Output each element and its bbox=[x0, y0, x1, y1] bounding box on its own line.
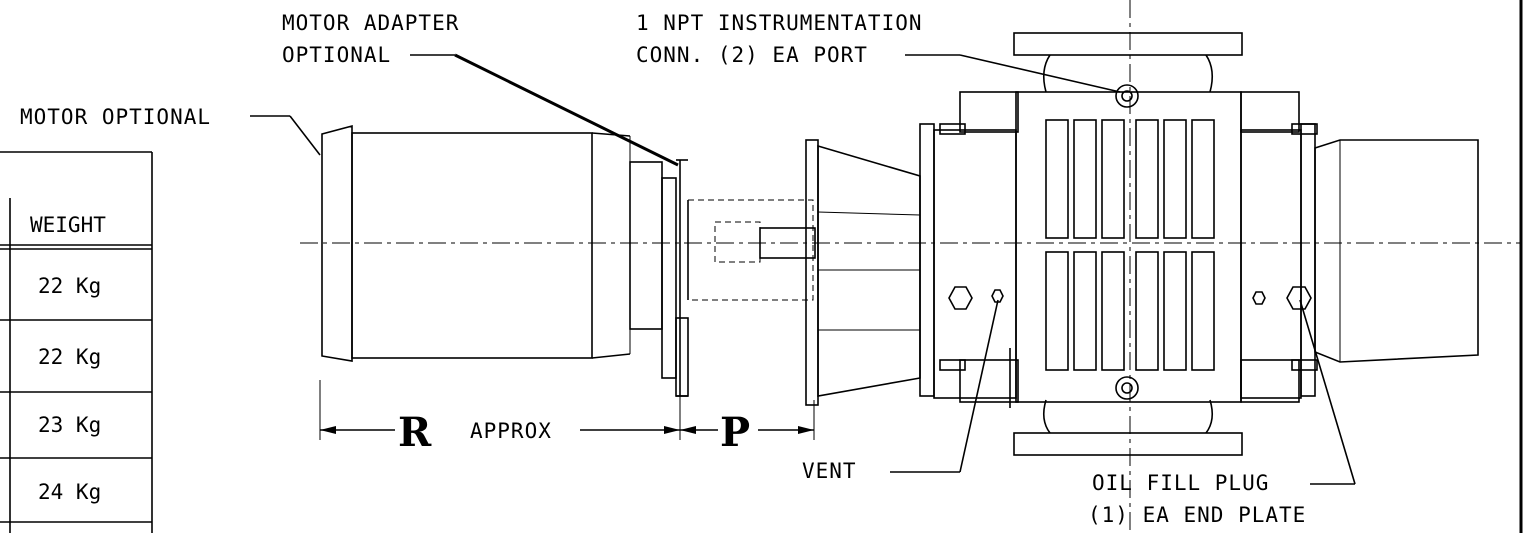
end-cover bbox=[1314, 139, 1479, 363]
oil-fill-plug bbox=[1286, 286, 1312, 310]
callout-motor-adapter-optional: OPTIONAL bbox=[282, 43, 391, 67]
weight-cell: 24 Kg bbox=[38, 480, 101, 504]
dimension-approx: APPROX bbox=[470, 419, 552, 443]
weight-cell: 22 Kg bbox=[38, 274, 101, 298]
weight-table: WEIGHT 22 Kg 22 Kg 23 Kg 24 Kg bbox=[0, 151, 153, 533]
callout-oil-fill: OIL FILL PLUG bbox=[1092, 471, 1269, 495]
dimension-r: R bbox=[398, 409, 432, 456]
blower-body bbox=[939, 32, 1318, 456]
callout-instrumentation-port: CONN. (2) EA PORT bbox=[636, 43, 868, 67]
drive-housing bbox=[805, 123, 1017, 406]
hex-bolt bbox=[948, 286, 973, 310]
callout-vent: VENT bbox=[802, 459, 857, 483]
weight-header: WEIGHT bbox=[30, 213, 106, 237]
dimension-lines bbox=[319, 380, 815, 440]
weight-cell: 23 Kg bbox=[38, 413, 101, 437]
callout-motor: MOTOR OPTIONAL bbox=[20, 105, 211, 129]
leader-lines bbox=[250, 53, 1356, 485]
dimension-p: P bbox=[720, 409, 750, 456]
callout-oil-fill-end-plate: (1) EA END PLATE bbox=[1088, 503, 1306, 527]
callout-motor-adapter: MOTOR ADAPTER bbox=[282, 11, 459, 35]
weight-cell: 22 Kg bbox=[38, 345, 101, 369]
motor-adapter bbox=[661, 159, 816, 397]
callout-instrumentation: 1 NPT INSTRUMENTATION bbox=[636, 11, 923, 35]
